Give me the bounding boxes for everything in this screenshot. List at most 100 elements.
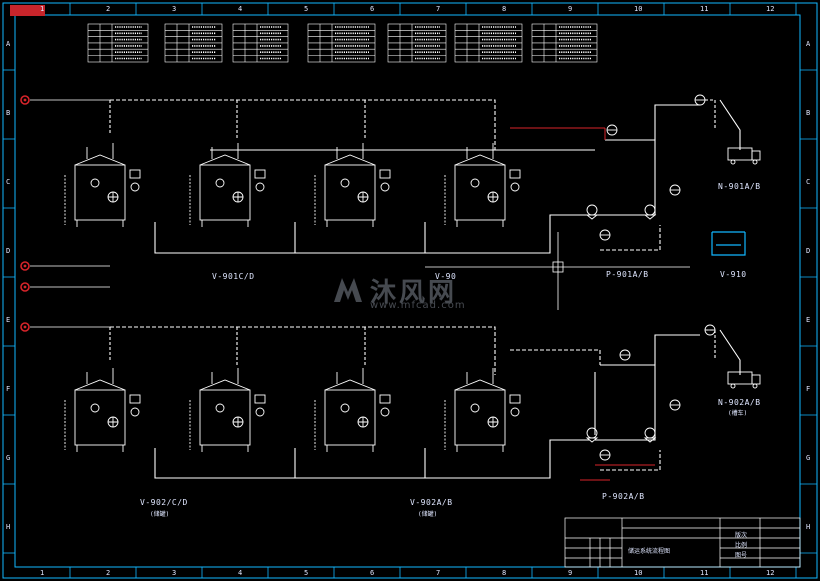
ruler-letter: C <box>6 178 11 186</box>
ruler-number: 12 <box>766 5 775 13</box>
ruler-letter: G <box>6 454 11 462</box>
ruler-letter: A <box>806 40 811 48</box>
ruler-number: 4 <box>238 5 243 13</box>
instrument-bubble-icon <box>619 349 631 361</box>
ruler-letter: G <box>806 454 811 462</box>
vessels-row1-label: V-901C/D <box>212 272 255 281</box>
crosshair-icon <box>425 232 690 310</box>
pumps-row1-label: P-901A/B <box>606 270 649 279</box>
pump-icon <box>585 427 599 443</box>
ruler-number: 8 <box>502 5 507 13</box>
ruler-number: 9 <box>568 569 573 577</box>
vessels-row2-label: V-902/C/D <box>140 498 188 507</box>
ruler-number: 6 <box>370 5 375 13</box>
red-pipe-segments <box>580 464 655 481</box>
pump-icon <box>585 204 599 220</box>
ruler-letter: D <box>806 247 811 255</box>
ruler-number: 4 <box>238 569 243 577</box>
ruler-number: 6 <box>370 569 375 577</box>
watermark: 沐风网 www.mfcad.com <box>330 270 495 315</box>
instrument-bubble-icon <box>599 229 611 241</box>
ruler-number: 11 <box>700 569 709 577</box>
ruler-number: 5 <box>304 569 309 577</box>
legend-table <box>87 23 149 63</box>
sump-label: V-910 <box>720 270 747 279</box>
ruler-number: 7 <box>436 5 441 13</box>
ruler-number: 7 <box>436 569 441 577</box>
ruler-number: 1 <box>40 569 45 577</box>
ruler-number: 3 <box>172 5 177 13</box>
ruler-ticks <box>3 3 817 578</box>
watermark-text: 沐风网 <box>370 278 458 308</box>
legend-table <box>531 23 598 63</box>
inner-frame <box>14 14 801 568</box>
ruler-letter: F <box>6 385 11 393</box>
marker-leader-lines <box>30 99 110 328</box>
ruler-number: 12 <box>766 569 775 577</box>
ruler-number: 11 <box>700 5 709 13</box>
scale-text: 比例 <box>735 542 748 549</box>
header-pipes <box>109 99 741 479</box>
ruler-letter: A <box>6 40 11 48</box>
truck-row2-sub: (槽车) <box>728 410 748 417</box>
instrument-bubble-icon <box>694 94 706 106</box>
truck-row2-label: N-902A/B <box>718 398 761 407</box>
ruler-letter: C <box>806 178 811 186</box>
vessel-icon <box>444 143 521 227</box>
title-block <box>564 517 801 568</box>
legend-table <box>454 23 523 63</box>
vessel-icon <box>444 368 521 452</box>
legend-table <box>164 23 223 63</box>
vessels-row1-label-2: V-90 <box>435 272 457 281</box>
ruler-number: 5 <box>304 5 309 13</box>
instrument-bubble-icon <box>599 449 611 461</box>
legend-table <box>387 23 447 63</box>
vessel-group <box>64 143 521 452</box>
ruler-number: 2 <box>106 5 111 13</box>
ruler-letter: H <box>6 523 11 531</box>
fire-marker-icon <box>20 95 30 332</box>
ruler-number: 10 <box>634 569 643 577</box>
pump-icon <box>643 204 657 220</box>
ruler-number: 3 <box>172 569 177 577</box>
legend-table <box>307 23 376 63</box>
sheet-text: 图号 <box>735 552 748 559</box>
instrument-bubble-icon <box>669 399 681 411</box>
vessels-row2b-label: V-902A/B <box>410 498 453 507</box>
truck-row1-label: N-901A/B <box>718 182 761 191</box>
drawing-title: 储运系统流程图 <box>628 548 671 555</box>
vessel-icon <box>64 143 141 227</box>
vessel-icon <box>189 143 266 227</box>
ruler-number: 9 <box>568 5 573 13</box>
ruler-letter: F <box>806 385 811 393</box>
pump-group <box>585 94 716 461</box>
ruler-number: 8 <box>502 569 507 577</box>
pumps-row2-label: P-902A/B <box>602 492 645 501</box>
ruler-number: 10 <box>634 5 643 13</box>
truck-icon <box>727 147 761 389</box>
ruler-letter: D <box>6 247 11 255</box>
red-stamp <box>10 5 45 16</box>
ruler-letter: E <box>6 316 11 324</box>
vessel-icon <box>314 368 391 452</box>
instrument-bubble-icon <box>669 184 681 196</box>
sump-pit-icon <box>711 231 746 256</box>
instrument-bubble-icon <box>606 124 618 136</box>
vessel-icon <box>189 368 266 452</box>
ruler-number: 2 <box>106 569 111 577</box>
instrument-bubble-icon <box>704 324 716 336</box>
vessels-row2-sub: (储罐) <box>150 511 170 518</box>
legend-table <box>232 23 289 63</box>
pump-icon <box>643 427 657 443</box>
ruler-letter: E <box>806 316 811 324</box>
vessel-icon <box>64 368 141 452</box>
revision-text: 版次 <box>735 532 748 539</box>
watermark-logo-icon <box>334 278 362 302</box>
ruler-letter: H <box>806 523 811 531</box>
ruler-letter: B <box>806 109 811 117</box>
legend-tables <box>87 23 598 63</box>
vessel-icon <box>314 143 391 227</box>
ruler-letter: B <box>6 109 11 117</box>
